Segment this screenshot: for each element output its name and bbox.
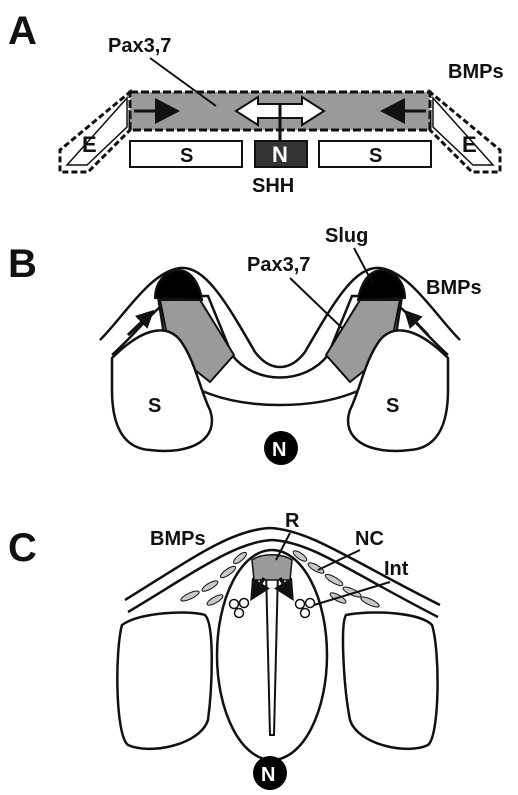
ectoderm-left-label: E (82, 132, 97, 157)
ectoderm-left: E (60, 92, 130, 172)
roof-label: R (285, 510, 300, 532)
notochord-a-label: N (272, 142, 288, 167)
somite-left-c (117, 612, 211, 748)
bmps-label-c: BMPs (150, 528, 206, 550)
shh-arrow (236, 97, 324, 140)
slug-label: Slug (325, 225, 368, 247)
panel-c-letter: C (8, 526, 37, 570)
roof-plate (252, 555, 292, 580)
notochord-b-label: N (272, 439, 286, 461)
somite-left-a-label: S (180, 145, 193, 167)
panel-b-letter: B (8, 242, 37, 286)
nc-label: NC (355, 528, 384, 550)
somite-right-a-label: S (369, 145, 382, 167)
panel-a: A E E S N (8, 9, 504, 197)
panel-c: C (8, 510, 440, 790)
bmps-label-b: BMPs (426, 277, 482, 299)
panel-b: B S S N Slug Pax3,7 BMPs (8, 225, 482, 465)
pax-label-b: Pax3,7 (247, 254, 310, 276)
shh-label: SHH (252, 175, 294, 197)
notochord-c-label: N (261, 764, 275, 786)
ectoderm-right-label: E (462, 132, 477, 157)
somite-left-b-label: S (148, 395, 161, 417)
int-label: Int (384, 558, 409, 580)
bmps-label-a: BMPs (448, 61, 504, 83)
somite-right-c (343, 612, 438, 748)
somite-right-b-label: S (386, 395, 399, 417)
int-leader (314, 582, 390, 605)
pax-label-a: Pax3,7 (108, 35, 171, 57)
panel-a-letter: A (8, 9, 37, 53)
ectoderm-right: E (430, 92, 500, 172)
